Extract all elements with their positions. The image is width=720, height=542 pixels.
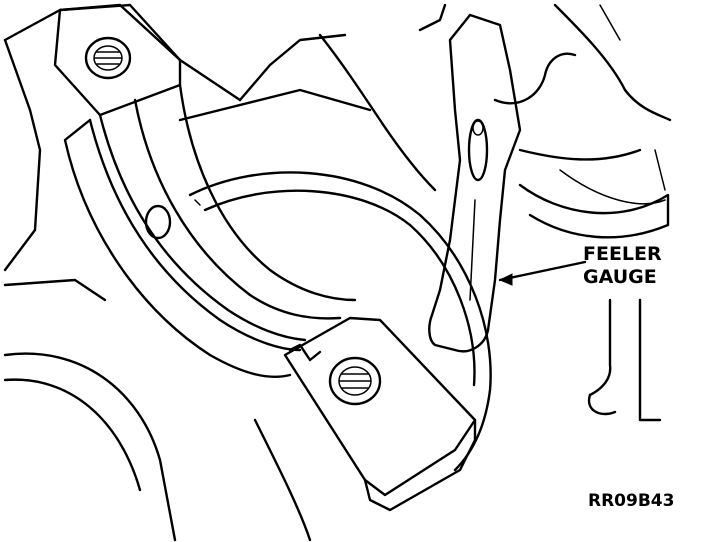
engine-block-casting <box>3 3 670 542</box>
feeler-gauge-blade <box>428 13 522 353</box>
cylinder-bore <box>188 171 492 472</box>
bolt-hole-lower <box>328 356 382 406</box>
technician-hand <box>318 3 672 192</box>
label-feeler: FEELER <box>583 243 662 265</box>
leader-line <box>498 260 587 286</box>
figure-code: RR09B43 <box>588 491 674 511</box>
gauge-ring <box>467 118 489 182</box>
label-gauge: GAUGE <box>583 266 657 288</box>
connecting-rod-cap <box>53 3 182 117</box>
bolt-hole-upper <box>84 36 132 80</box>
oil-hole <box>144 204 172 240</box>
bearing-shell <box>63 83 357 378</box>
lower-rod-cap <box>283 316 477 512</box>
